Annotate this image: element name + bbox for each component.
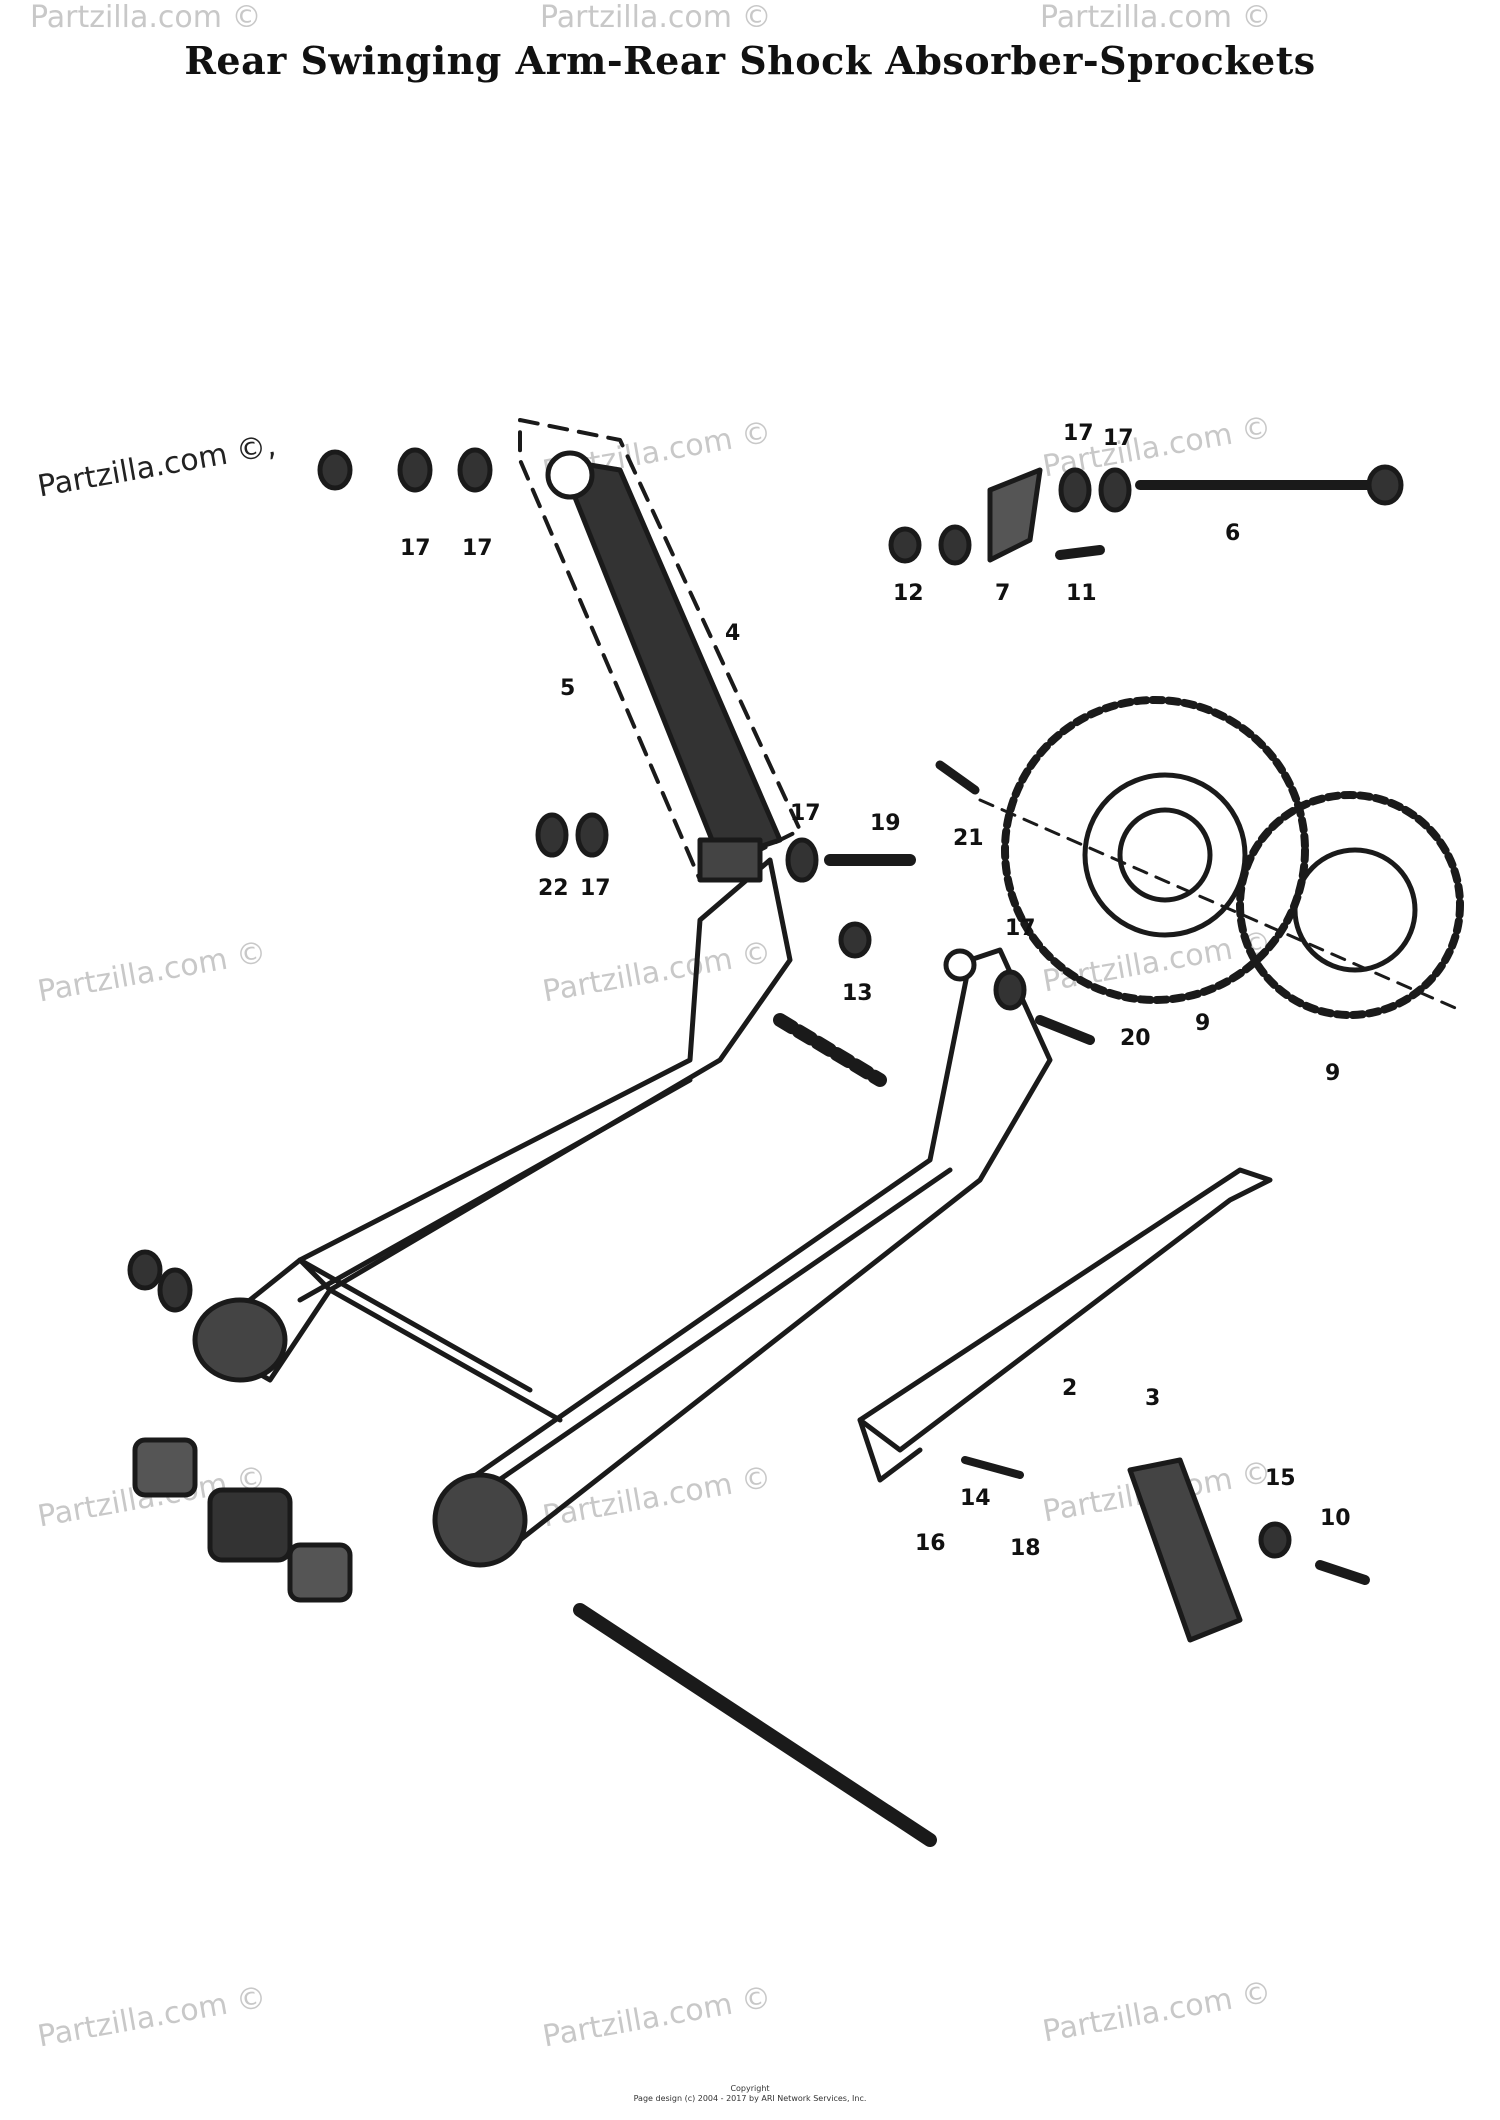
callout-5: 5 <box>560 676 575 701</box>
callout-17: 17 <box>1103 426 1134 451</box>
washer-22-part <box>535 812 569 858</box>
callout-17: 17 <box>1063 421 1094 446</box>
bolt-18 <box>961 1456 1024 1479</box>
rear-sprocket-small <box>1236 791 1464 1019</box>
sprocket-hub-small <box>1292 847 1418 973</box>
callout-9: 9 <box>1325 1061 1340 1086</box>
pivot-boss-right <box>432 1472 528 1568</box>
sprocket-inner-large <box>1117 807 1213 903</box>
pivot-nut <box>127 1249 163 1291</box>
washer-17-part <box>993 969 1027 1011</box>
swing-arm-right-side <box>437 947 1053 1543</box>
callout-22: 22 <box>538 876 569 901</box>
sprocket-centerline <box>978 798 1462 1012</box>
bushing-right <box>287 1542 353 1603</box>
watermark: Partzilla.com © <box>30 0 262 35</box>
rear-sprocket-large <box>1001 696 1309 1004</box>
callout-4: 4 <box>725 621 740 646</box>
copyright-label: Copyright <box>730 2084 770 2093</box>
diagram-title: Rear Swinging Arm-Rear Shock Absorber-Sp… <box>184 38 1316 83</box>
pivot-washer <box>157 1267 193 1313</box>
callout-6: 6 <box>1225 521 1240 546</box>
shock-bottom-mount <box>697 837 763 883</box>
copyright-notice: Page design (c) 2004 - 2017 by ARI Netwo… <box>633 2094 867 2103</box>
sprocket-hub-large <box>1082 772 1248 938</box>
pivot-shaft <box>573 1603 937 1847</box>
bolt-head <box>1366 464 1404 506</box>
washer-15-part <box>1258 1521 1292 1559</box>
washer-17-part <box>1098 467 1132 513</box>
watermark: Partzilla.com © <box>540 0 772 35</box>
swing-arm-left-side <box>197 857 793 1383</box>
watermark: Partzilla.com © <box>1040 0 1272 35</box>
callout-17: 17 <box>790 801 821 826</box>
callout-16: 16 <box>915 1531 946 1556</box>
callout-13: 13 <box>842 981 873 1006</box>
chain-case <box>857 1167 1273 1453</box>
callout-10: 10 <box>1320 1506 1351 1531</box>
callout-17: 17 <box>1005 916 1036 941</box>
callout-19: 19 <box>870 811 901 836</box>
shock-absorber-body <box>557 457 783 863</box>
callout-7: 7 <box>995 581 1010 606</box>
pivot-boss-left <box>192 1297 288 1383</box>
bushing-center <box>207 1487 293 1563</box>
washer-17-part <box>785 837 819 883</box>
shock-upper-bracket <box>987 467 1043 563</box>
callout-3: 3 <box>1145 1386 1160 1411</box>
washer-17-part <box>575 812 609 858</box>
washer-part <box>938 524 972 566</box>
chain-tensioner <box>1127 1457 1243 1643</box>
callout-12: 12 <box>893 581 924 606</box>
swing-arm-right-inner <box>467 1167 953 1503</box>
washer-17-part <box>1058 467 1092 513</box>
callout-17: 17 <box>462 536 493 561</box>
callout-15: 15 <box>1265 1466 1296 1491</box>
bolt-21 <box>935 760 980 795</box>
callout-18: 18 <box>1010 1536 1041 1561</box>
bolt-10 <box>1315 1560 1370 1585</box>
callout-11: 11 <box>1066 581 1097 606</box>
chain-case-bottom <box>857 1417 923 1483</box>
nut-part <box>317 449 353 491</box>
callout-17: 17 <box>400 536 431 561</box>
washer-17-part <box>397 447 433 493</box>
washer-row <box>773 1013 887 1087</box>
nut-13-part <box>838 921 872 959</box>
washer-17-part <box>457 447 493 493</box>
bolt-20 <box>1035 1015 1095 1045</box>
swing-arm-cross-tube <box>297 1257 563 1423</box>
callout-2: 2 <box>1062 1376 1077 1401</box>
callout-20: 20 <box>1120 1026 1151 1051</box>
callout-14: 14 <box>960 1486 991 1511</box>
swing-arm-hole <box>943 948 977 982</box>
nut-12-part <box>888 526 922 564</box>
small-bolt-11 <box>1055 545 1105 560</box>
bushing-left <box>132 1437 198 1498</box>
shock-top-eye <box>545 450 595 500</box>
callout-17: 17 <box>580 876 611 901</box>
callout-21: 21 <box>953 826 984 851</box>
swing-arm-left-inner <box>297 1077 693 1303</box>
callout-9: 9 <box>1195 1011 1210 1036</box>
